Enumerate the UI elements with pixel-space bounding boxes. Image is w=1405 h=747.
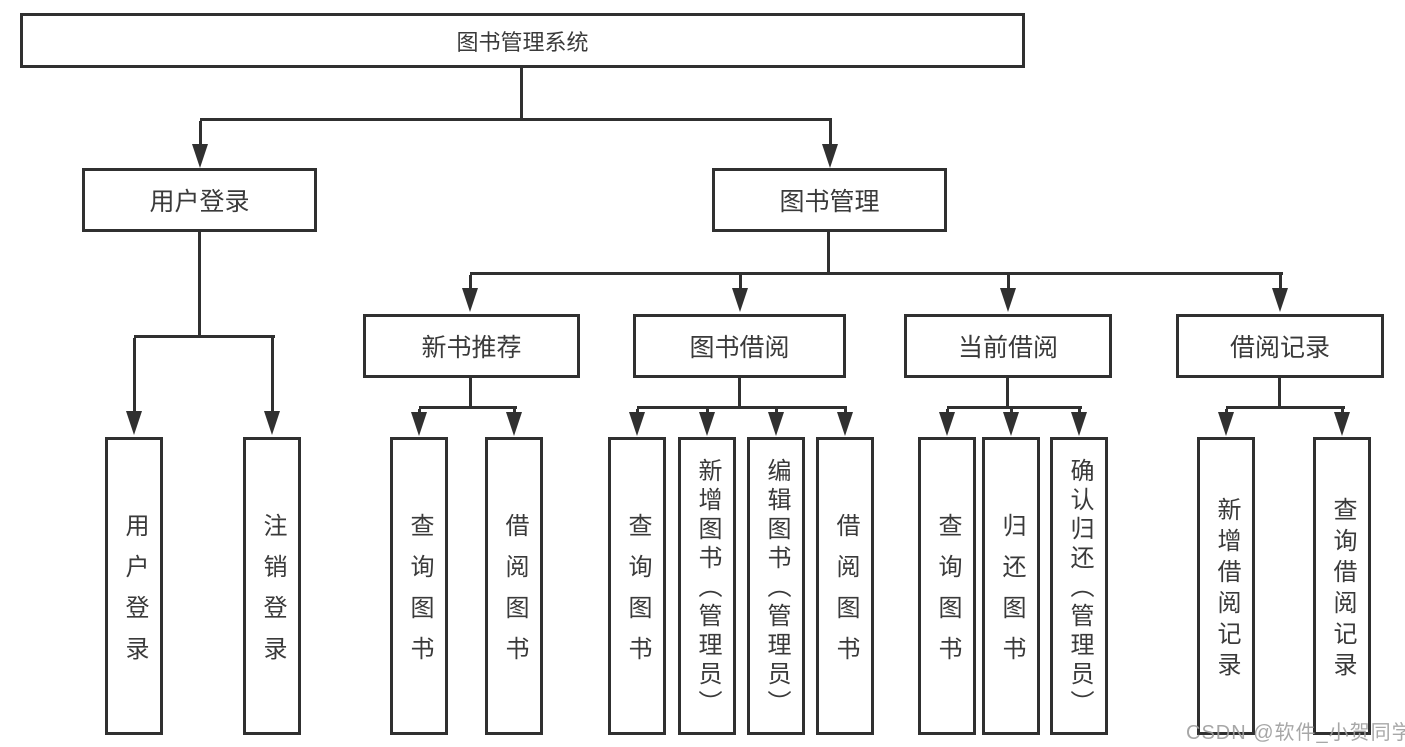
node-current-borrowing: 当前借阅 (904, 314, 1112, 378)
leaf-return-book-label: 归还图书 (998, 512, 1025, 677)
connector-root-hline (200, 118, 832, 121)
leaf-borrow-books-borrowing-label: 借阅图书 (832, 512, 859, 677)
node-user-login: 用户登录 (82, 168, 317, 232)
leaf-logout: 注销登录 (243, 437, 301, 735)
connector-user-login-hline (134, 335, 275, 338)
arrow-down-icon (1334, 409, 1350, 436)
arrow-down-icon (629, 409, 645, 436)
node-user-login-label: 用户登录 (149, 188, 250, 216)
node-book-borrowing-label: 图书借阅 (689, 334, 790, 362)
node-borrowing-records-label: 借阅记录 (1229, 334, 1330, 362)
leaf-query-borrow-record-label: 查询借阅记录 (1329, 496, 1356, 683)
leaf-confirm-return-admin: 确认归还（管理员） (1050, 437, 1108, 735)
leaf-query-books-borrowing: 查询图书 (608, 437, 666, 735)
arrow-down-icon (1272, 275, 1288, 312)
node-new-book-recommend-label: 新书推荐 (421, 334, 522, 362)
arrow-down-icon (192, 121, 208, 168)
leaf-query-books-recommend-label: 查询图书 (406, 512, 433, 677)
leaf-confirm-return-admin-label: 确认归还（管理员） (1066, 458, 1093, 719)
leaf-borrow-books-recommend-label: 借阅图书 (501, 512, 528, 677)
connector-current-stem (1006, 378, 1009, 406)
leaf-query-books-borrowing-label: 查询图书 (624, 512, 651, 677)
csdn-watermark: CSDN @软件_小贺同学 (1186, 722, 1405, 744)
leaf-add-borrow-record-label: 新增借阅记录 (1213, 496, 1240, 683)
arrow-down-icon (1003, 409, 1019, 436)
arrow-down-icon (699, 409, 715, 436)
leaf-logout-label: 注销登录 (259, 512, 286, 677)
arrow-down-icon (822, 121, 838, 168)
leaf-query-books-current: 查询图书 (918, 437, 976, 735)
leaf-query-books-recommend: 查询图书 (390, 437, 448, 735)
leaf-user-login-label: 用户登录 (121, 512, 148, 677)
leaf-return-book: 归还图书 (982, 437, 1040, 735)
connector-borrowing-hline (637, 406, 847, 409)
connector-borrowing-stem (738, 378, 741, 406)
node-library-system-label: 图书管理系统 (456, 29, 589, 55)
arrow-down-icon (411, 409, 427, 436)
leaf-borrow-books-borrowing: 借阅图书 (816, 437, 874, 735)
arrow-down-icon (1000, 275, 1016, 312)
node-current-borrowing-label: 当前借阅 (957, 334, 1058, 362)
connector-user-login-stem (198, 232, 201, 335)
connector-records-hline (1226, 406, 1345, 409)
leaf-add-book-admin: 新增图书（管理员） (678, 437, 736, 735)
connector-root-stem (520, 68, 523, 118)
arrow-down-icon (506, 409, 522, 436)
leaf-query-books-current-label: 查询图书 (934, 512, 961, 677)
arrow-down-icon (1071, 409, 1087, 436)
connector-recommend-hline (419, 406, 517, 409)
leaf-add-book-admin-label: 新增图书（管理员） (694, 458, 721, 719)
leaf-query-borrow-record: 查询借阅记录 (1313, 437, 1371, 735)
arrow-down-icon (126, 338, 142, 435)
connector-book-mgmt-stem (827, 232, 830, 272)
node-new-book-recommend: 新书推荐 (363, 314, 580, 378)
leaf-edit-book-admin-label: 编辑图书（管理员） (763, 458, 790, 719)
arrow-down-icon (264, 338, 280, 435)
leaf-borrow-books-recommend: 借阅图书 (485, 437, 543, 735)
arrow-down-icon (837, 409, 853, 436)
node-book-management: 图书管理 (712, 168, 947, 232)
node-book-management-label: 图书管理 (779, 188, 880, 216)
connector-current-hline (947, 406, 1082, 409)
leaf-user-login: 用户登录 (105, 437, 163, 735)
leaf-edit-book-admin: 编辑图书（管理员） (747, 437, 805, 735)
arrow-down-icon (768, 409, 784, 436)
leaf-add-borrow-record: 新增借阅记录 (1197, 437, 1255, 735)
arrow-down-icon (1218, 409, 1234, 436)
connector-book-mgmt-hline (470, 272, 1283, 275)
arrow-down-icon (732, 275, 748, 312)
node-borrowing-records: 借阅记录 (1176, 314, 1384, 378)
arrow-down-icon (462, 275, 478, 312)
connector-recommend-stem (469, 378, 472, 406)
node-library-system: 图书管理系统 (20, 13, 1025, 68)
arrow-down-icon (939, 409, 955, 436)
node-book-borrowing: 图书借阅 (633, 314, 846, 378)
connector-records-stem (1278, 378, 1281, 406)
